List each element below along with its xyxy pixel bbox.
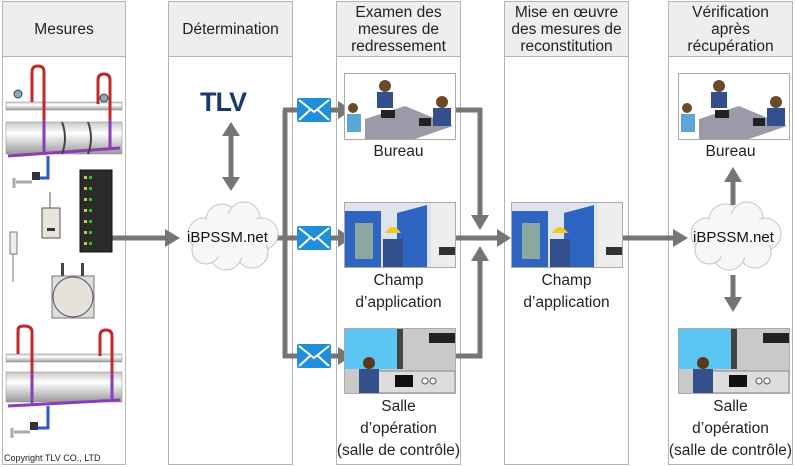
header-text: Mesures xyxy=(34,20,94,38)
label-line: (salle de contrôle) xyxy=(336,442,461,459)
wireless-transmitter-icon xyxy=(41,192,61,239)
header-line: reconstitution xyxy=(520,37,613,55)
location-label-office-verification: Bureau xyxy=(705,143,756,160)
header-line: redressement xyxy=(351,37,446,55)
office-image-verification xyxy=(678,73,790,140)
cloud-icon xyxy=(690,201,782,271)
label-line: Salle xyxy=(381,398,416,415)
label-line: Salle xyxy=(713,398,748,415)
field-image xyxy=(344,202,456,268)
control-room-image-verification xyxy=(678,328,790,394)
header-line: Examen des xyxy=(355,3,442,21)
cloud-label-verification: iBPSSM.net xyxy=(693,229,774,246)
location-label-field-implementation: Champ d’application xyxy=(504,270,629,314)
measurement-equipment-illustration xyxy=(5,64,123,438)
sensor-probe-icon xyxy=(9,231,18,282)
control-room-image xyxy=(344,328,456,394)
copyright-text: Copyright TLV CO., LTD xyxy=(4,453,101,463)
label-line: d’application xyxy=(523,294,610,311)
header-line: mesures de xyxy=(358,20,439,38)
steam-trap-pipe-top xyxy=(5,64,123,188)
label-line: Champ xyxy=(373,272,424,289)
steam-trap-pipe-bottom xyxy=(5,324,123,438)
vessel-flange-icon xyxy=(51,263,95,319)
envelope-icon xyxy=(297,226,331,250)
field-image-implementation xyxy=(511,202,623,268)
location-label-control-room-verification: Salle d’opération (salle de contrôle) xyxy=(668,396,793,462)
header-line: récupération xyxy=(687,37,774,55)
cloud-icon xyxy=(187,201,279,271)
tlv-logo-text: TLV xyxy=(200,89,247,115)
header-line: après xyxy=(711,20,750,38)
envelope-icon xyxy=(297,344,331,368)
column-header-measures: Mesures xyxy=(3,2,125,57)
label-line: Champ xyxy=(541,272,592,289)
server-rack-icon xyxy=(79,169,113,253)
office-image xyxy=(344,73,456,140)
label-line: d’application xyxy=(355,294,442,311)
label-line: (salle de contrôle) xyxy=(668,442,793,459)
label-line: d’opération xyxy=(360,420,437,437)
cloud-label-determination: iBPSSM.net xyxy=(187,229,268,246)
header-line: Vérification xyxy=(692,3,769,21)
envelope-icon xyxy=(297,98,331,122)
location-label-field: Champ d’application xyxy=(336,270,461,314)
tlv-logo: TLV xyxy=(200,87,264,120)
label-line: d’opération xyxy=(692,420,769,437)
column-header-determination: Détermination xyxy=(169,2,292,57)
location-label-control-room: Salle d’opération (salle de contrôle) xyxy=(336,396,461,462)
header-line: des mesures de xyxy=(511,20,622,38)
header-text: Détermination xyxy=(182,20,279,38)
header-line: Mise en œuvre xyxy=(514,3,619,21)
location-label-office: Bureau xyxy=(373,143,424,160)
